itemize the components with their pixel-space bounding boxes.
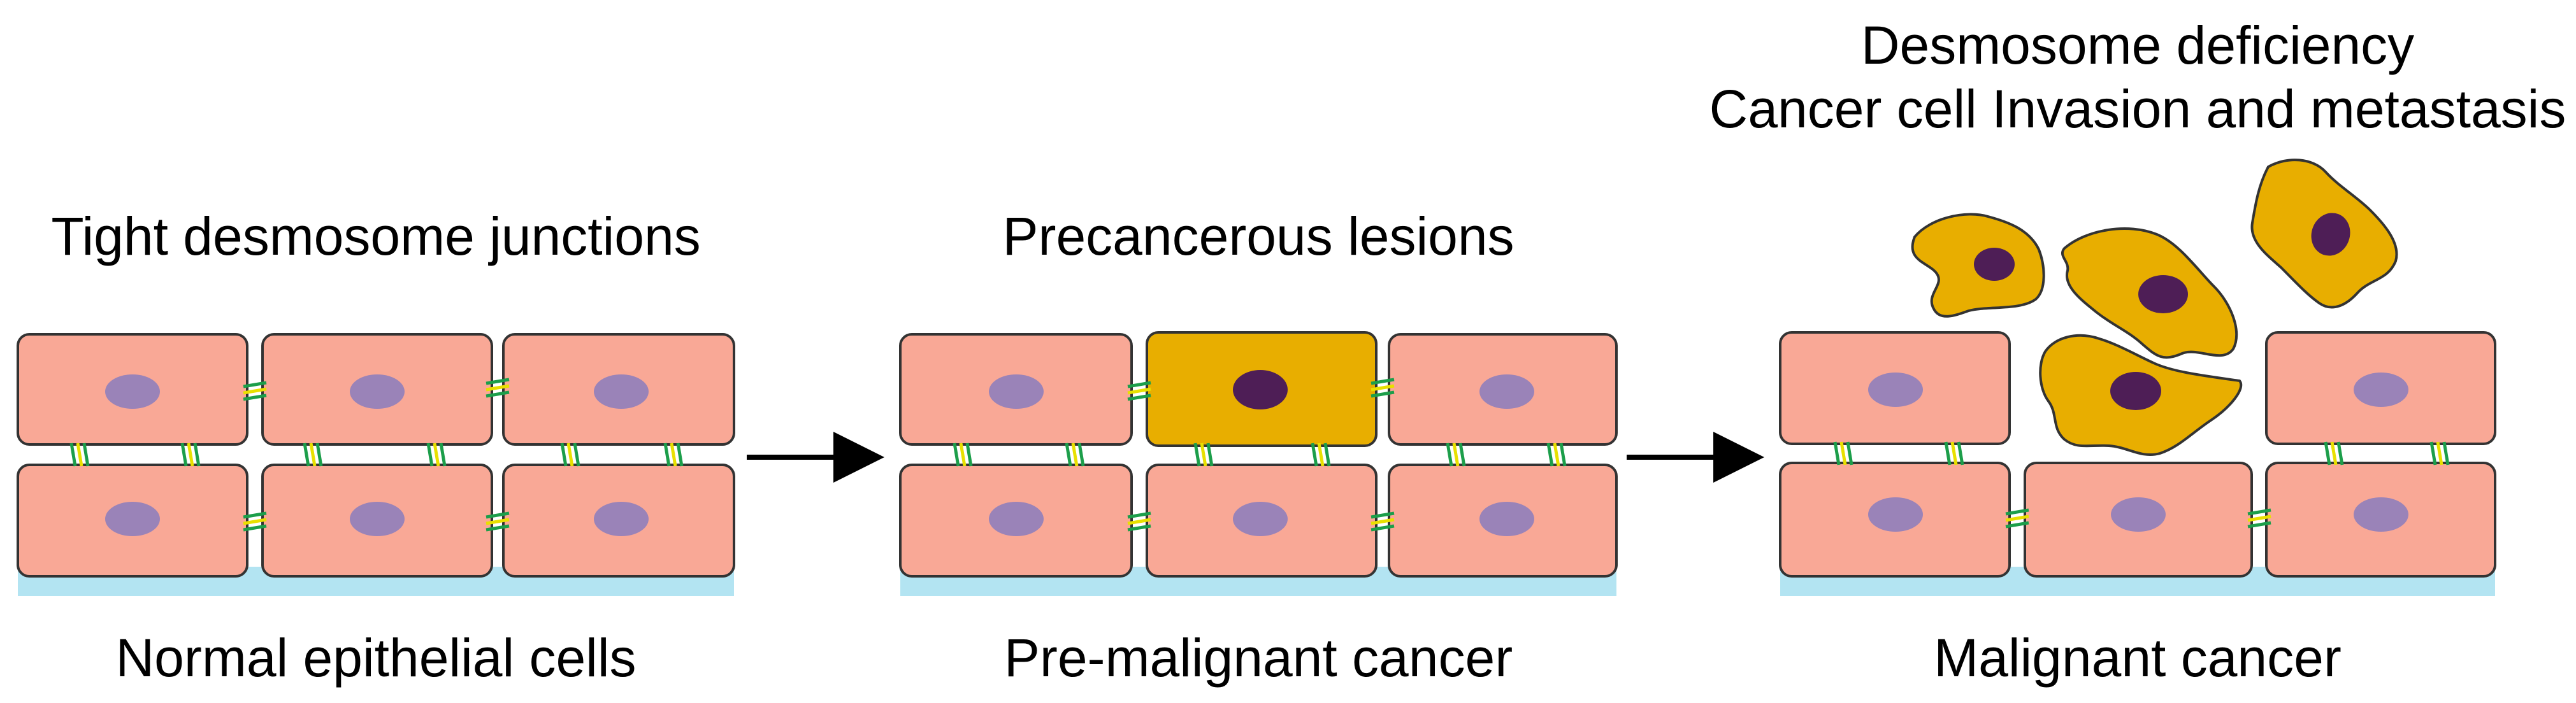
panel-2-cells <box>899 331 1618 578</box>
desmosome-junction <box>69 443 90 467</box>
panel-3-top-label-line2: Cancer cell Invasion and metastasis <box>1709 79 2566 139</box>
desmosome-junction <box>1546 443 1567 467</box>
panel-1-top-label: Tight desmosome junctions <box>51 206 700 266</box>
nucleus <box>105 502 160 536</box>
panel-2-top-label: Precancerous lesions <box>1002 206 1514 266</box>
desmosome-junction <box>663 443 684 467</box>
desmosome-junction <box>426 443 447 467</box>
dark-nucleus <box>1974 248 2015 281</box>
dark-nucleus <box>1233 370 1288 409</box>
desmosome-junction <box>1311 443 1331 467</box>
horizontal-desmosome-junctions <box>69 441 2450 467</box>
desmosome-junction <box>1833 441 1853 465</box>
panel-1-cells <box>17 333 735 578</box>
nucleus <box>1868 373 1923 407</box>
panel-3-bottom-label: Malignant cancer <box>1934 628 2342 688</box>
desmosome-junction <box>2429 441 2450 465</box>
nucleus <box>1479 374 1534 409</box>
dark-nucleus <box>2311 213 2350 256</box>
nucleus <box>2354 497 2408 532</box>
desmosome-junction <box>243 381 267 401</box>
desmosome-junction <box>1065 443 1085 467</box>
nucleus <box>2111 497 2166 532</box>
desmosome-junction <box>1371 511 1395 532</box>
nucleus <box>1233 502 1288 536</box>
nucleus <box>989 374 1044 409</box>
desmosome-junction <box>560 443 580 467</box>
desmosome-junction <box>303 443 323 467</box>
nucleus <box>1868 497 1923 532</box>
desmosome-junction <box>1193 443 1214 467</box>
desmosome-junction <box>1446 443 1466 467</box>
desmosome-junction <box>2324 441 2344 465</box>
desmosome-junction <box>180 443 201 467</box>
nucleus <box>350 374 405 409</box>
panel-3-top-label-line1: Desmosome deficiency <box>1861 15 2414 75</box>
desmosome-junction <box>1127 381 1151 401</box>
dark-nucleus <box>2110 372 2161 410</box>
desmosome-junction <box>486 378 510 398</box>
desmosome-junction <box>2005 508 2029 529</box>
desmosome-junction <box>1371 378 1395 398</box>
desmosome-junction <box>1944 441 1964 465</box>
panel-3-cells <box>1779 159 2496 578</box>
desmosome-junction <box>486 511 510 532</box>
desmosome-junction <box>2247 508 2271 529</box>
nucleus <box>350 502 405 536</box>
nucleus <box>105 374 160 409</box>
nucleus <box>2354 373 2408 407</box>
desmosome-junction <box>243 511 267 532</box>
vertical-desmosome-junctions <box>243 378 2271 532</box>
nucleus <box>594 374 649 409</box>
desmosome-junction <box>953 443 973 467</box>
nucleus <box>989 502 1044 536</box>
desmosome-junction <box>1127 511 1151 532</box>
panel-1-bottom-label: Normal epithelial cells <box>116 628 637 688</box>
panel-2-bottom-label: Pre-malignant cancer <box>1004 628 1513 688</box>
nucleus <box>1479 502 1534 536</box>
nucleus <box>594 502 649 536</box>
dark-nucleus <box>2138 275 2188 313</box>
